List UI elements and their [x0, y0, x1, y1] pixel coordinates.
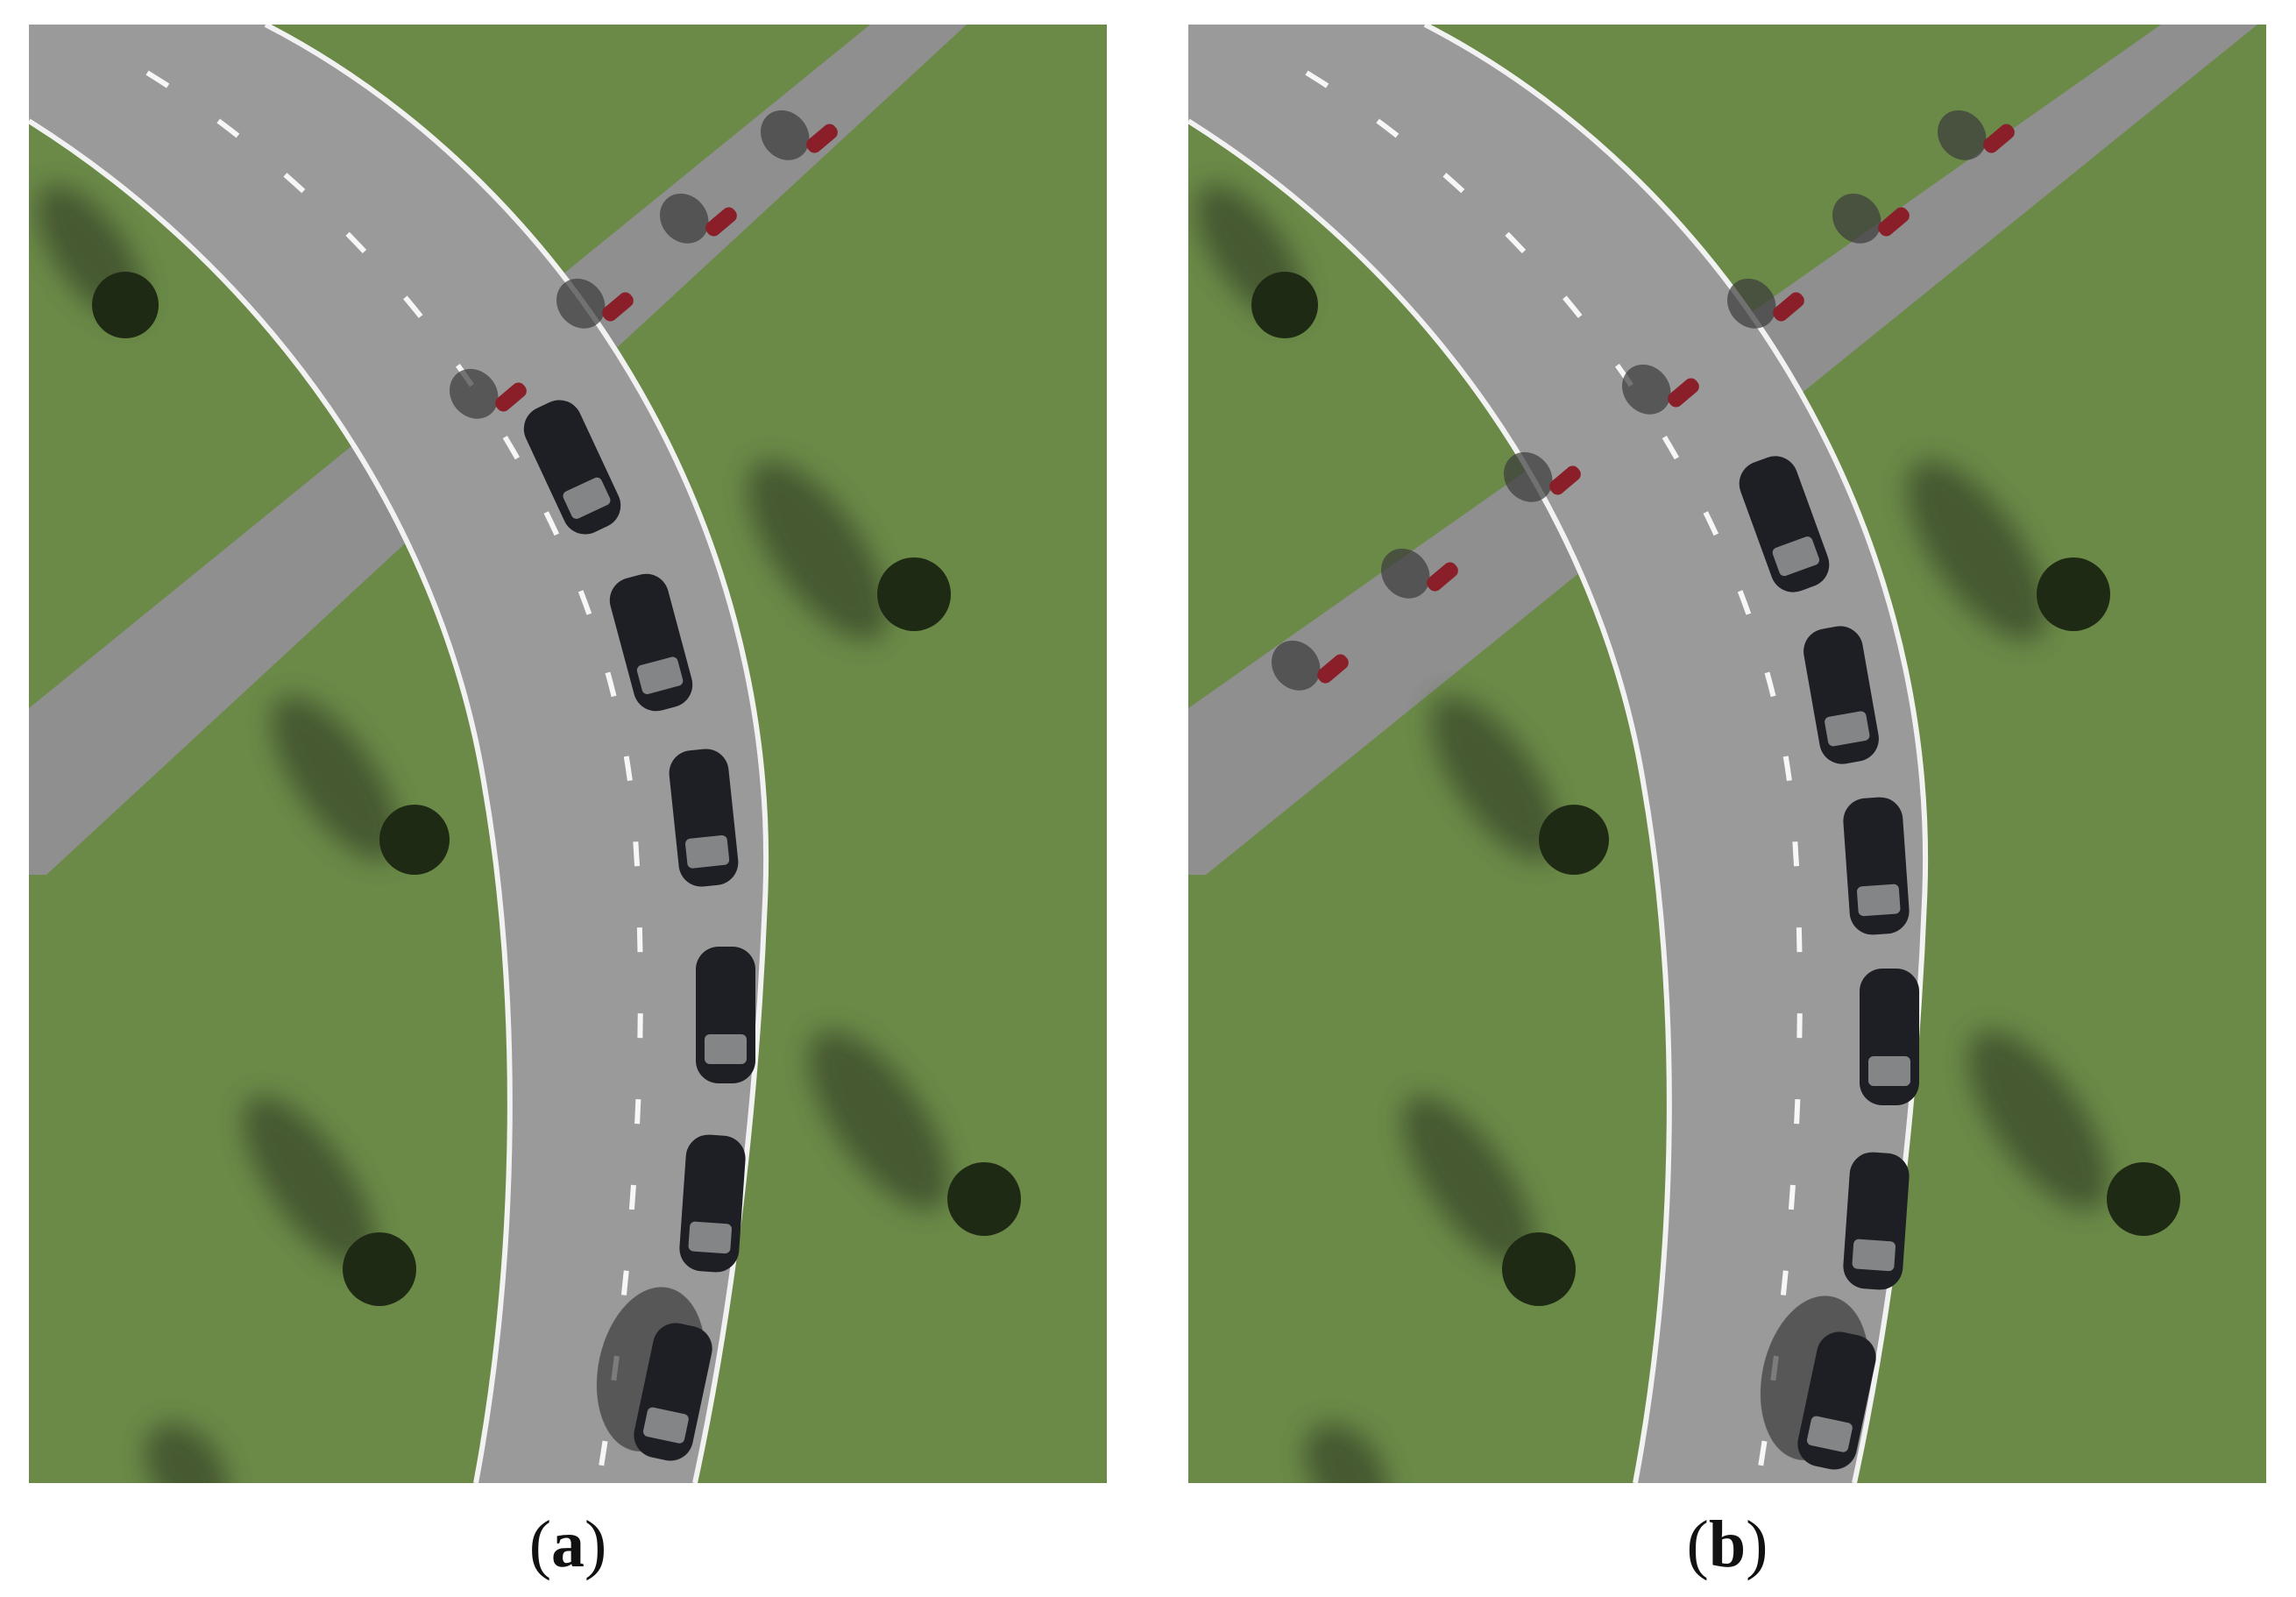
motorcycle-icon: [1504, 451, 1581, 502]
caption-a-open: (: [528, 1508, 551, 1581]
car-icon: [1860, 969, 1919, 1105]
tree-icon: [2107, 1162, 2180, 1236]
road-edge-line-inner: [1188, 118, 1672, 1483]
caption-a: (a): [480, 1501, 655, 1588]
car-icon: [523, 400, 621, 535]
tree-icon: [1251, 272, 1318, 338]
road-edge-line-inner: [29, 118, 513, 1483]
road-edge-line-outer: [264, 25, 769, 1483]
tree-shadows: [36, 184, 950, 1483]
cars: [1739, 456, 1919, 1470]
motorcycle-icon: [1727, 278, 1804, 329]
tree-icon: [92, 272, 159, 338]
car-icon: [696, 947, 755, 1083]
motorcycle-icon: [1832, 193, 1910, 244]
motorcycle-icon: [1381, 548, 1458, 599]
tree-icon: [947, 1162, 1021, 1236]
tree-icon: [1502, 1232, 1576, 1306]
curved-road: [29, 25, 767, 1483]
motorcycle-icon: [1622, 364, 1699, 415]
road-center-dashes: [145, 70, 643, 1483]
motorcycles: [450, 110, 838, 419]
caption-a-close: ): [585, 1508, 607, 1581]
motorcycle-icon: [450, 368, 527, 419]
tree-icon: [1539, 805, 1609, 875]
car-icon: [596, 1287, 712, 1461]
caption-b-open: (: [1686, 1508, 1709, 1581]
trees: [92, 272, 1021, 1306]
caption-b-close: ): [1746, 1508, 1768, 1581]
panel-a-scene: [29, 25, 1107, 1483]
panel-b-scene: [1188, 25, 2266, 1483]
car-icon: [1760, 1295, 1876, 1470]
road-center-dashes: [1305, 70, 1803, 1483]
curved-road: [1188, 25, 1926, 1483]
tree-icon: [379, 805, 450, 875]
motorcycle-icon: [1272, 640, 1349, 691]
car-icon: [1803, 626, 1879, 764]
trees: [1251, 272, 2180, 1306]
cars: [523, 400, 755, 1461]
motorcycle-icon: [1938, 110, 2015, 160]
motorcycle-icon: [660, 193, 737, 244]
motorcycle-icon: [761, 110, 838, 160]
panel-a-image: [29, 25, 1107, 1483]
car-icon: [1843, 797, 1910, 935]
tree-icon: [877, 557, 951, 631]
caption-b-letter: b: [1708, 1508, 1747, 1581]
car-icon: [609, 573, 693, 712]
tree-icon: [343, 1232, 416, 1306]
car-icon: [1739, 456, 1830, 593]
motorcycle-icon: [556, 278, 634, 329]
caption-b: (b): [1640, 1501, 1815, 1588]
tree-icon: [2037, 557, 2110, 631]
panel-b-image: [1188, 25, 2266, 1483]
motorcycles: [1272, 110, 2015, 691]
tree-shadows: [1195, 184, 2109, 1483]
car-icon: [679, 1134, 746, 1273]
car-icon: [1843, 1152, 1910, 1290]
caption-a-letter: a: [551, 1508, 585, 1581]
car-icon: [669, 749, 739, 887]
